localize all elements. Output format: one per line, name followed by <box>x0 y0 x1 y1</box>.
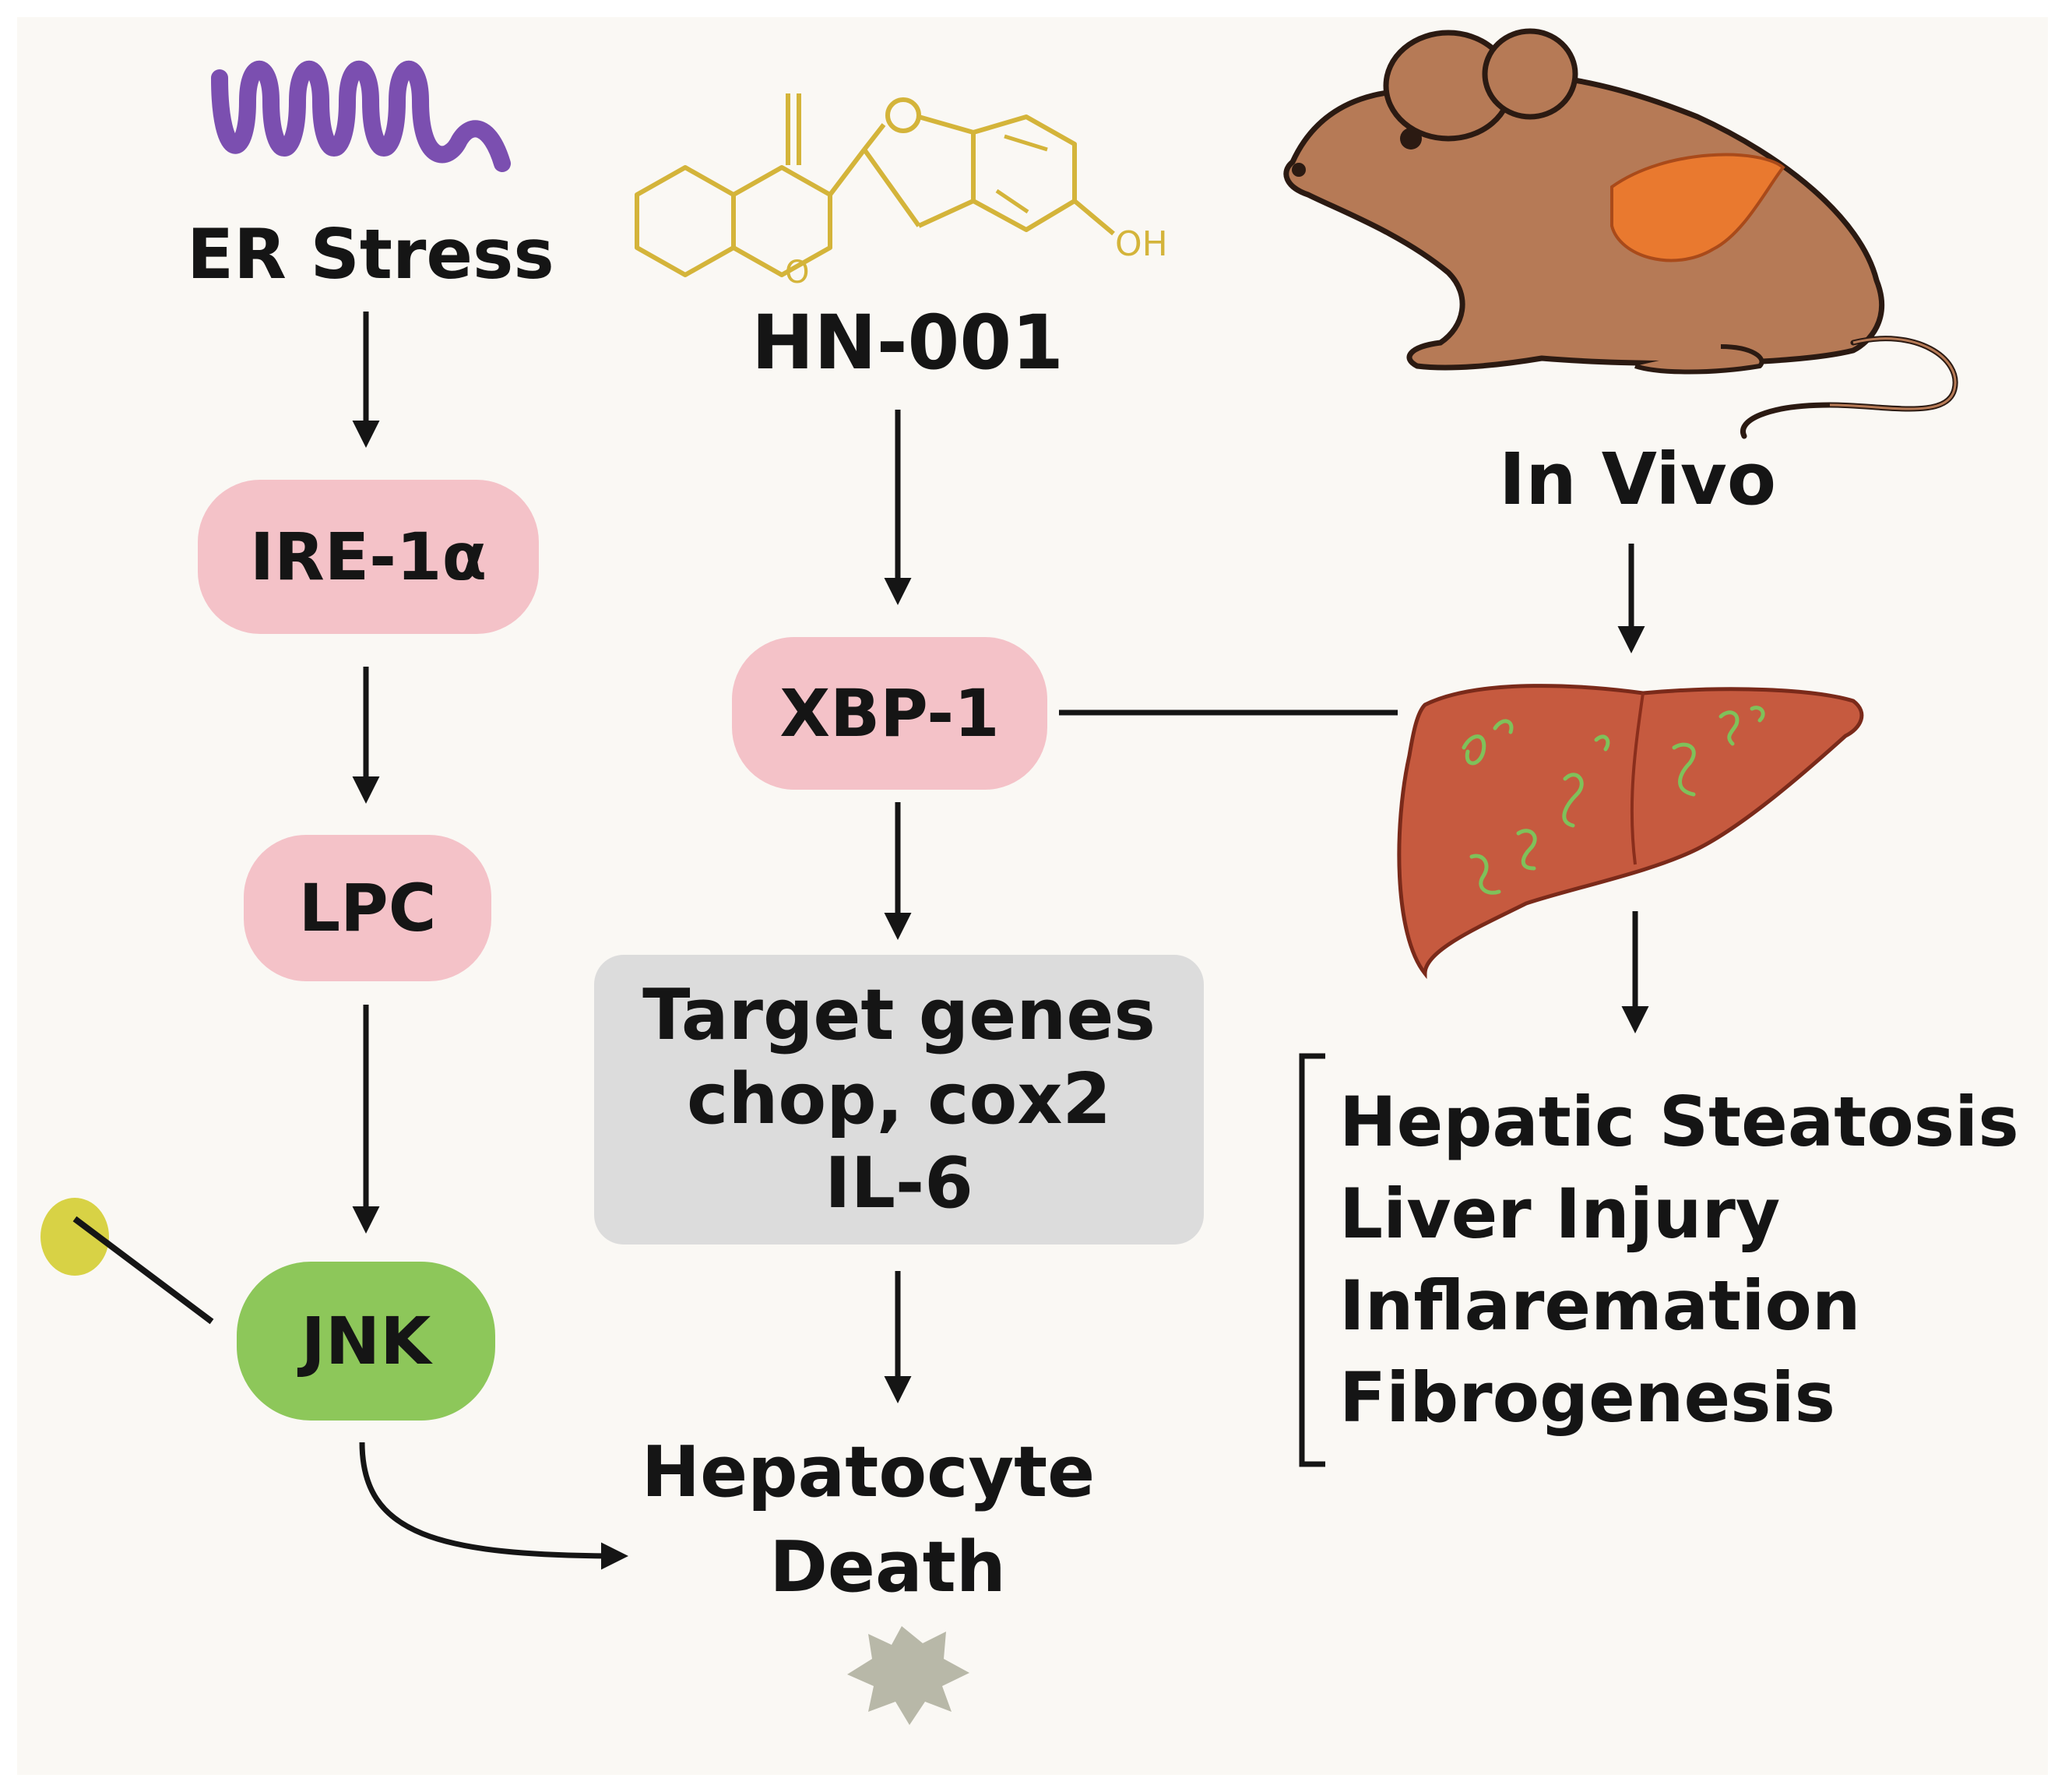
inhibitor-dot-icon <box>40 1198 109 1276</box>
inhibitor-line <box>72 1216 214 1325</box>
er-stress-wave-icon <box>211 61 511 172</box>
outcome-item: Liver Injury <box>1339 1173 1781 1254</box>
lpc-node: LPC <box>244 835 491 981</box>
compound-oh-label: OH <box>1115 224 1168 264</box>
in-vivo-label: In Vivo <box>1499 438 1777 521</box>
target-genes-line-1: Target genes <box>642 974 1156 1056</box>
ire1a-node: IRE-1α <box>198 480 539 634</box>
hn001-molecule-icon <box>635 93 1115 277</box>
outcome-item: Inflaremation <box>1339 1265 1861 1346</box>
liver-icon <box>1397 684 1864 980</box>
hepatocyte-death-line-2: Death <box>769 1526 1006 1608</box>
target-genes-line-2: chop, cox2 <box>686 1058 1112 1140</box>
arrow-jnk-to-death <box>359 1442 628 1570</box>
xbp1-node: XBP-1 <box>732 637 1047 790</box>
compound-name-label: HN-001 <box>751 299 1064 386</box>
outcomes-bracket <box>1299 1053 1325 1467</box>
liver-outcomes-list: Hepatic Steatosis Liver Injury Inflarema… <box>1339 1076 2019 1444</box>
outcome-item: Fibrogenesis <box>1339 1357 1836 1438</box>
lpc-label: LPC <box>298 870 437 946</box>
hepatocyte-death-line-1: Hepatocyte <box>641 1431 1096 1513</box>
mouse-icon <box>1283 28 1958 439</box>
xbp1-label: XBP-1 <box>779 675 1000 752</box>
jnk-node: JNK <box>237 1262 495 1421</box>
target-genes-line-3: IL-6 <box>825 1142 973 1224</box>
target-genes-box: Target genes chop, cox2 IL-6 <box>594 955 1204 1245</box>
er-stress-label: ER Stress <box>187 214 554 294</box>
outcome-item: Hepatic Steatosis <box>1339 1082 2019 1162</box>
compound-o-label: O <box>785 255 810 290</box>
cell-death-splat-icon <box>847 1626 969 1725</box>
ire1a-label: IRE-1α <box>249 519 487 595</box>
jnk-label: JNK <box>301 1303 431 1379</box>
